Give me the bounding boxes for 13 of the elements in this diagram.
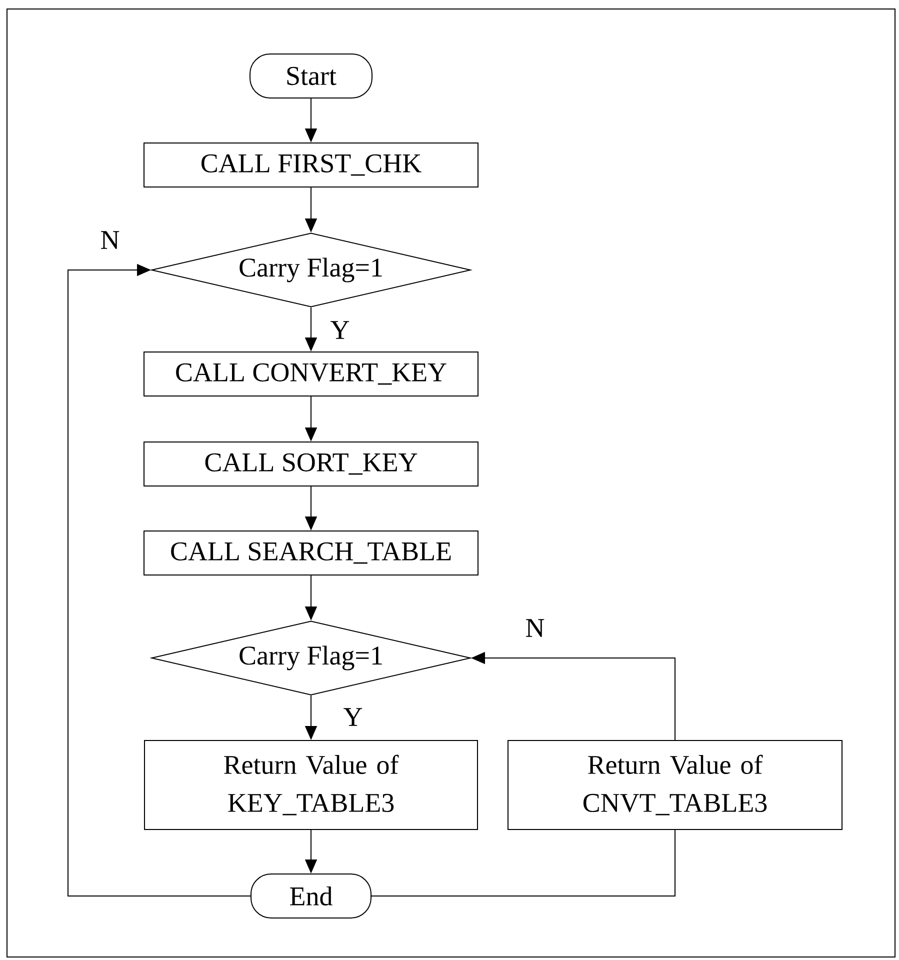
process-box: CALL CONVERT_KEY	[144, 352, 478, 396]
process-box: CALL FIRST_CHK	[144, 142, 478, 188]
process-box: CALL SEARCH_TABLE	[144, 530, 478, 576]
edge-label: Y	[329, 320, 351, 340]
edge-label: N	[99, 230, 121, 250]
process-box: CALL SORT_KEY	[144, 442, 478, 486]
edge-label: Y	[342, 707, 364, 727]
process-box: Return Value of CNVT_TABLE3	[508, 740, 842, 830]
arrow	[68, 264, 251, 896]
terminal-box: End	[250, 874, 372, 918]
terminal-box: Start	[250, 54, 372, 98]
edge-label: N	[524, 618, 546, 638]
process-box: Return Value of KEY_TABLE3	[144, 740, 478, 830]
